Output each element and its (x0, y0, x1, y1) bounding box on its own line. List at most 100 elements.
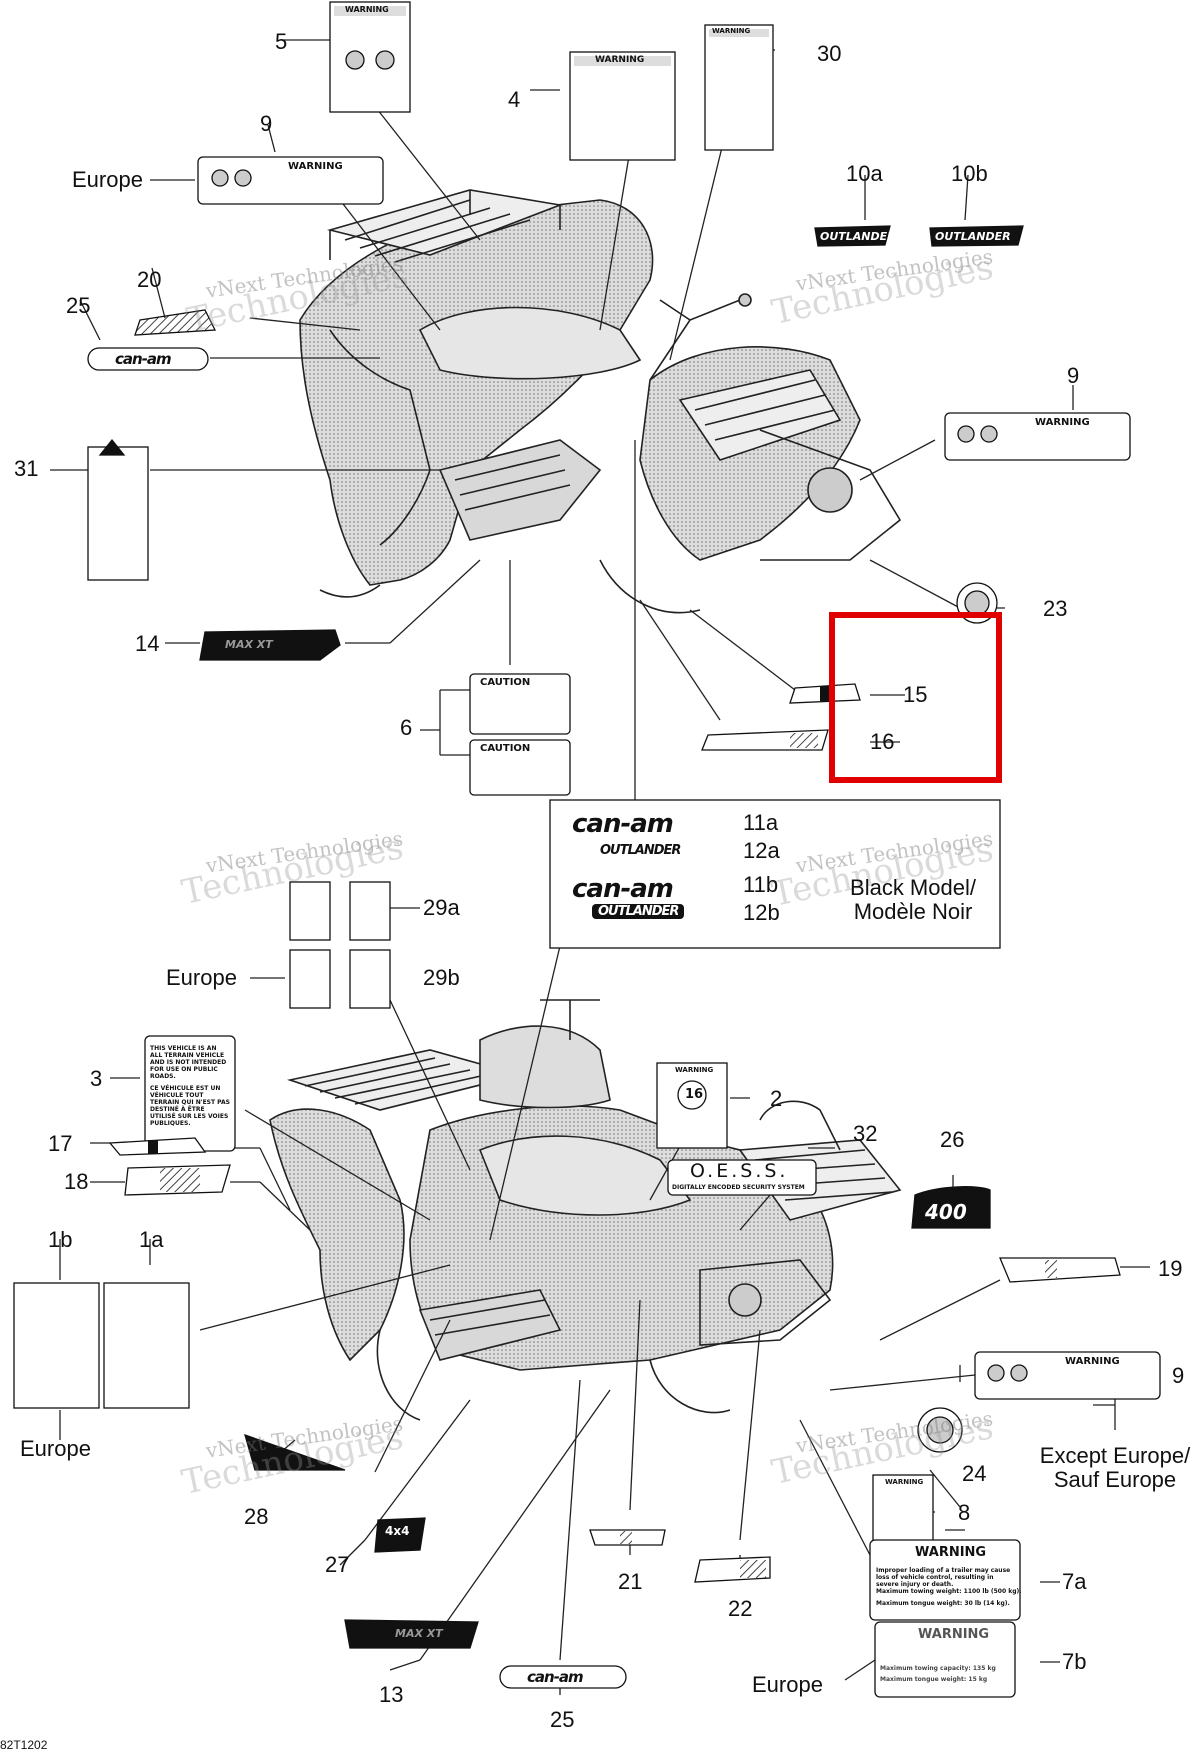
decal-7b-title: WARNING (918, 1627, 990, 1642)
callout-27: 27 (325, 1552, 350, 1577)
decal-2-age: 16 (685, 1087, 704, 1102)
decal-6a (469, 673, 571, 735)
callout-29b: 29b (423, 965, 460, 990)
callout-11a: 11a (743, 810, 779, 835)
decal-27-text: 4x4 (385, 1524, 410, 1538)
callout-25-top: 25 (66, 293, 91, 318)
callout-28: 28 (244, 1504, 269, 1529)
callout-23: 23 (1043, 596, 1068, 621)
decal-20 (134, 309, 217, 336)
callout-25-bottom: 25 (550, 1707, 575, 1732)
callout-13: 13 (379, 1682, 404, 1707)
note-except-europe-line2: Sauf Europe (1053, 1467, 1177, 1492)
decal-8 (872, 1474, 934, 1546)
decal-7a-body: Improper loading of a trailer may cause … (876, 1567, 1011, 1588)
callout-12b: 12b (743, 900, 780, 925)
callout-1a: 1a (139, 1227, 164, 1252)
decal-6b-title: CAUTION (480, 743, 531, 754)
callout-15: 15 (903, 682, 928, 707)
callout-19: 19 (1158, 1256, 1183, 1281)
note-black-model: Black Model/ Modèle Noir (838, 876, 988, 924)
callout-10a: 10a (846, 161, 883, 186)
decal-9-right-title: WARNING (1035, 417, 1090, 428)
callout-9-bottom: 9 (1172, 1363, 1185, 1388)
decal-6b (469, 739, 571, 796)
decal-31 (87, 446, 149, 581)
callout-6: 6 (400, 715, 413, 740)
decal-14-text: MAX XT (225, 638, 273, 651)
decal-9-top-title: WARNING (288, 161, 343, 172)
decal-25-top (87, 347, 209, 371)
decal-10b (929, 225, 1024, 247)
callout-7b: 7b (1062, 1649, 1087, 1674)
decal-26 (911, 1186, 991, 1229)
decal-4 (569, 51, 676, 161)
decal-7a (869, 1539, 1021, 1621)
decal-25-bottom-brand: can-am (527, 1668, 584, 1686)
callout-29a: 29a (423, 895, 460, 920)
callout-18: 18 (64, 1169, 89, 1194)
decal-12b-brand: OUTLANDER (592, 904, 685, 919)
note-europe-7b: Europe (752, 1672, 823, 1697)
callout-22: 22 (728, 1596, 753, 1621)
callout-9-top: 9 (260, 111, 273, 136)
callout-2: 2 (770, 1086, 783, 1111)
decal-5-title: WARNING (345, 5, 389, 14)
decal-3-body: THIS VEHICLE IS AN ALL TERRAIN VEHICLE A… (150, 1045, 227, 1080)
callout-5: 5 (275, 29, 288, 54)
note-europe-29b: Europe (166, 965, 237, 990)
decal-6a-title: CAUTION (480, 677, 531, 688)
callout-26: 26 (940, 1127, 965, 1152)
note-europe-1b: Europe (20, 1436, 91, 1461)
decal-10b-text: OUTLANDER (935, 230, 1011, 243)
decal-11a-brand: can-am (572, 809, 674, 839)
decal-28 (244, 1433, 346, 1471)
decal-1b (13, 1282, 100, 1409)
decal-25-bottom (499, 1665, 627, 1689)
callout-16: 16 (870, 729, 895, 754)
decal-13-text: MAX XT (395, 1627, 443, 1640)
decal-29b-2 (349, 949, 391, 1009)
callout-11b: 11b (743, 872, 779, 897)
decal-11-12-box (549, 799, 1001, 949)
decal-32-title: O.E.S.S. (690, 1160, 789, 1182)
callout-1b: 1b (48, 1227, 73, 1252)
callout-9-right: 9 (1067, 363, 1080, 388)
decal-29a-1 (289, 881, 331, 941)
decal-11b-brand: can-am (572, 874, 674, 904)
callout-21: 21 (618, 1569, 643, 1594)
decal-19 (999, 1257, 1121, 1283)
decal-8-title: WARNING (885, 1478, 924, 1486)
callout-14: 14 (135, 631, 160, 656)
callout-10b: 10b (951, 161, 988, 186)
decal-10a (814, 225, 891, 247)
decal-7b-line2: Maximum tongue weight: 15 kg (880, 1676, 988, 1683)
highlight-box (829, 612, 1002, 783)
decal-13 (344, 1619, 479, 1649)
decal-30 (704, 24, 774, 151)
diagram-code: 82T1202 (0, 1738, 48, 1752)
note-black-model-line2: Modèle Noir (853, 899, 973, 924)
decal-14 (199, 629, 341, 661)
decal-10a-text: OUTLANDER (820, 230, 896, 243)
callout-32: 32 (853, 1121, 878, 1146)
decal-25-top-brand: can-am (115, 350, 172, 368)
decal-4-title: WARNING (595, 55, 645, 65)
decal-9-right (944, 412, 1131, 461)
callout-3: 3 (90, 1066, 103, 1091)
decal-26-text: 400 (925, 1200, 967, 1224)
decal-32-sub: DIGITALLY ENCODED SECURITY SYSTEM (672, 1184, 805, 1191)
decal-7b (874, 1621, 1016, 1698)
callout-8: 8 (958, 1500, 971, 1525)
decal-30-title: WARNING (712, 27, 751, 35)
note-except-europe: Except Europe/ Sauf Europe (1030, 1444, 1200, 1492)
decal-9-top (197, 156, 384, 205)
decal-7b-line1: Maximum towing capacity: 135 kg (880, 1665, 996, 1672)
callout-17: 17 (48, 1131, 73, 1156)
decal-1a (103, 1282, 190, 1409)
decal-7a-line1: Maximum towing weight: 1100 lb (500 kg). (876, 1588, 1022, 1595)
decal-3-body-fr: CE VÉHICULE EST UN VÉHICULE TOUT TERRAIN… (150, 1085, 230, 1127)
decal-7a-line2: Maximum tongue weight: 30 lb (14 kg). (876, 1600, 1010, 1607)
